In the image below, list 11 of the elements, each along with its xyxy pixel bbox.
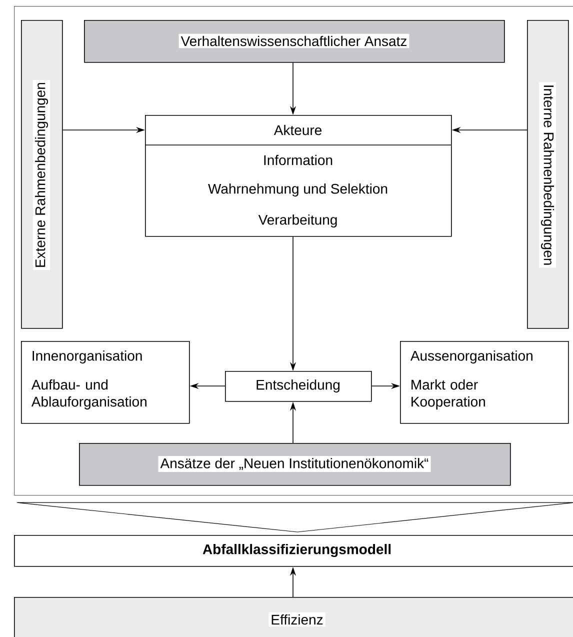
heading-band: Verhaltenswissenschaftlicher Ansatz — [84, 20, 505, 63]
process-box: Abfallklassifizierungsmodell — [14, 535, 573, 567]
side-band: Interne Rahmenbedingungen — [527, 20, 569, 329]
process-box: Akteure Information Wahrnehmung und Selektion Verarbeitung — [144, 115, 452, 237]
heading-band: Effizienz — [14, 597, 573, 637]
process-box: Aussenorganisation Markt oder Kooperation — [400, 341, 569, 424]
process-box: Entscheidung — [225, 371, 372, 402]
side-band: Externe Rahmenbedingungen — [21, 20, 63, 329]
heading-band: Ansätze der „Neuen Institutionenökonomik“ — [79, 443, 511, 486]
funnel-arrow — [16, 502, 573, 532]
process-box: Innenorganisation Aufbau- und Ablauforganisation — [21, 341, 190, 424]
